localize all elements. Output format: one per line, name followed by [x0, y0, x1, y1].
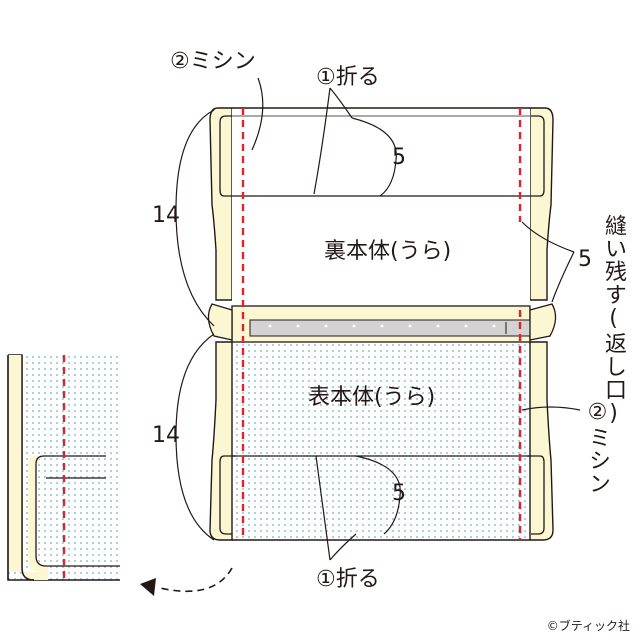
label-dim-14-bottom: 14 [152, 423, 180, 448]
lining-left-inner-u [219, 115, 236, 197]
detail-inset [7, 354, 120, 581]
label-outer-body: 表本体(うら) [308, 385, 435, 410]
leader-lines [175, 77, 581, 561]
outer-body [232, 342, 530, 540]
stitch-lines [241, 108, 522, 540]
label-dim-5-bottom: 5 [392, 481, 406, 506]
label-sew-right: ②ミシン [585, 400, 610, 495]
lining-left-fold [209, 107, 233, 301]
zipper-teeth [268, 324, 496, 328]
turn-arrow-icon [140, 567, 233, 596]
label-dim-14-top: 14 [152, 203, 180, 228]
outer-left-inner-u [219, 455, 236, 535]
label-dim-5-top: 5 [392, 145, 406, 170]
label-fold-bottom: ①折る [316, 567, 380, 592]
lining-right-fold [529, 107, 554, 301]
outer-right-fold [529, 341, 554, 541]
outer-panel [209, 341, 554, 541]
label-fold-top: ①折る [316, 65, 380, 90]
lining-body [232, 108, 530, 306]
label-lining-body: 裏本体(うら) [324, 239, 451, 264]
zipper-band [207, 303, 557, 343]
lining-right-inner-u [527, 115, 545, 197]
outer-right-inner-u [527, 455, 545, 535]
label-sew-top: ②ミシン [170, 49, 256, 74]
outer-left-fold [209, 341, 233, 541]
zipper-end-left [207, 303, 233, 341]
label-dim-5-right: 5 [578, 247, 592, 272]
zipper-end-right [529, 303, 557, 341]
inset-cream-fold [8, 355, 48, 580]
lining-panel [209, 107, 554, 306]
credit-text: ©ブティック社 [546, 619, 630, 633]
zipper-tape [249, 319, 531, 337]
label-leave-open: 縫い残す(返し口) [601, 214, 626, 427]
